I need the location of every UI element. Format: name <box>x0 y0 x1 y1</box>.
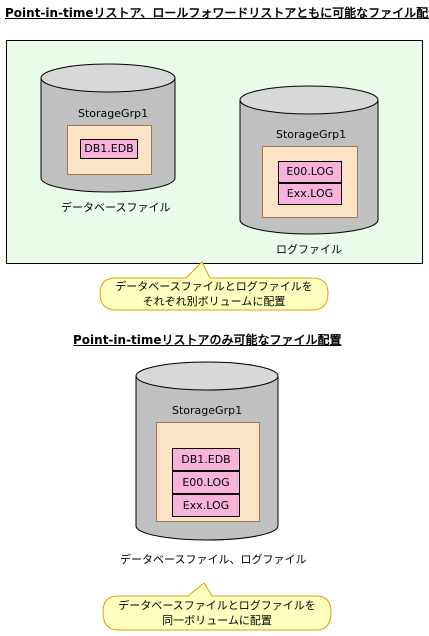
file-e00-log-combined: E00.LOG <box>172 471 240 494</box>
db-cylinder-caption: データベースファイル <box>61 201 171 214</box>
section1-heading: Point-in-timeリストア、ロールフォワードリストアともに可能なファイル… <box>5 6 429 20</box>
section1-callout-line2: それぞれ別ボリュームに配置 <box>142 295 286 308</box>
log-cylinder-caption: ログファイル <box>276 243 342 256</box>
section1-callout-shape <box>99 261 329 311</box>
section2-heading: Point-in-timeリストアのみ可能なファイル配置 <box>73 333 342 347</box>
section1-callout: データベースファイルとログファイルを それぞれ別ボリュームに配置 <box>100 279 328 309</box>
combined-cylinder-caption: データベースファイル、ログファイル <box>120 553 307 566</box>
file-exx-log-combined: Exx.LOG <box>172 494 240 517</box>
section1-callout-line1: データベースファイルとログファイルを <box>115 280 313 293</box>
db-storage-group-label: StorageGrp1 <box>78 107 149 120</box>
section2-callout-shape <box>102 582 332 631</box>
section2-callout: データベースファイルとログファイルを 同一ボリュームに配置 <box>103 598 331 628</box>
file-db1-edb-combined: DB1.EDB <box>172 448 240 471</box>
file-e00-log: E00.LOG <box>278 161 342 183</box>
section2-callout-line2: 同一ボリュームに配置 <box>162 614 272 627</box>
section2-callout-line1: データベースファイルとログファイルを <box>118 599 316 612</box>
combined-storage-group-label: StorageGrp1 <box>172 404 243 417</box>
file-exx-log: Exx.LOG <box>278 183 342 205</box>
file-db1-edb: DB1.EDB <box>80 139 138 159</box>
log-storage-group-label: StorageGrp1 <box>276 128 347 141</box>
